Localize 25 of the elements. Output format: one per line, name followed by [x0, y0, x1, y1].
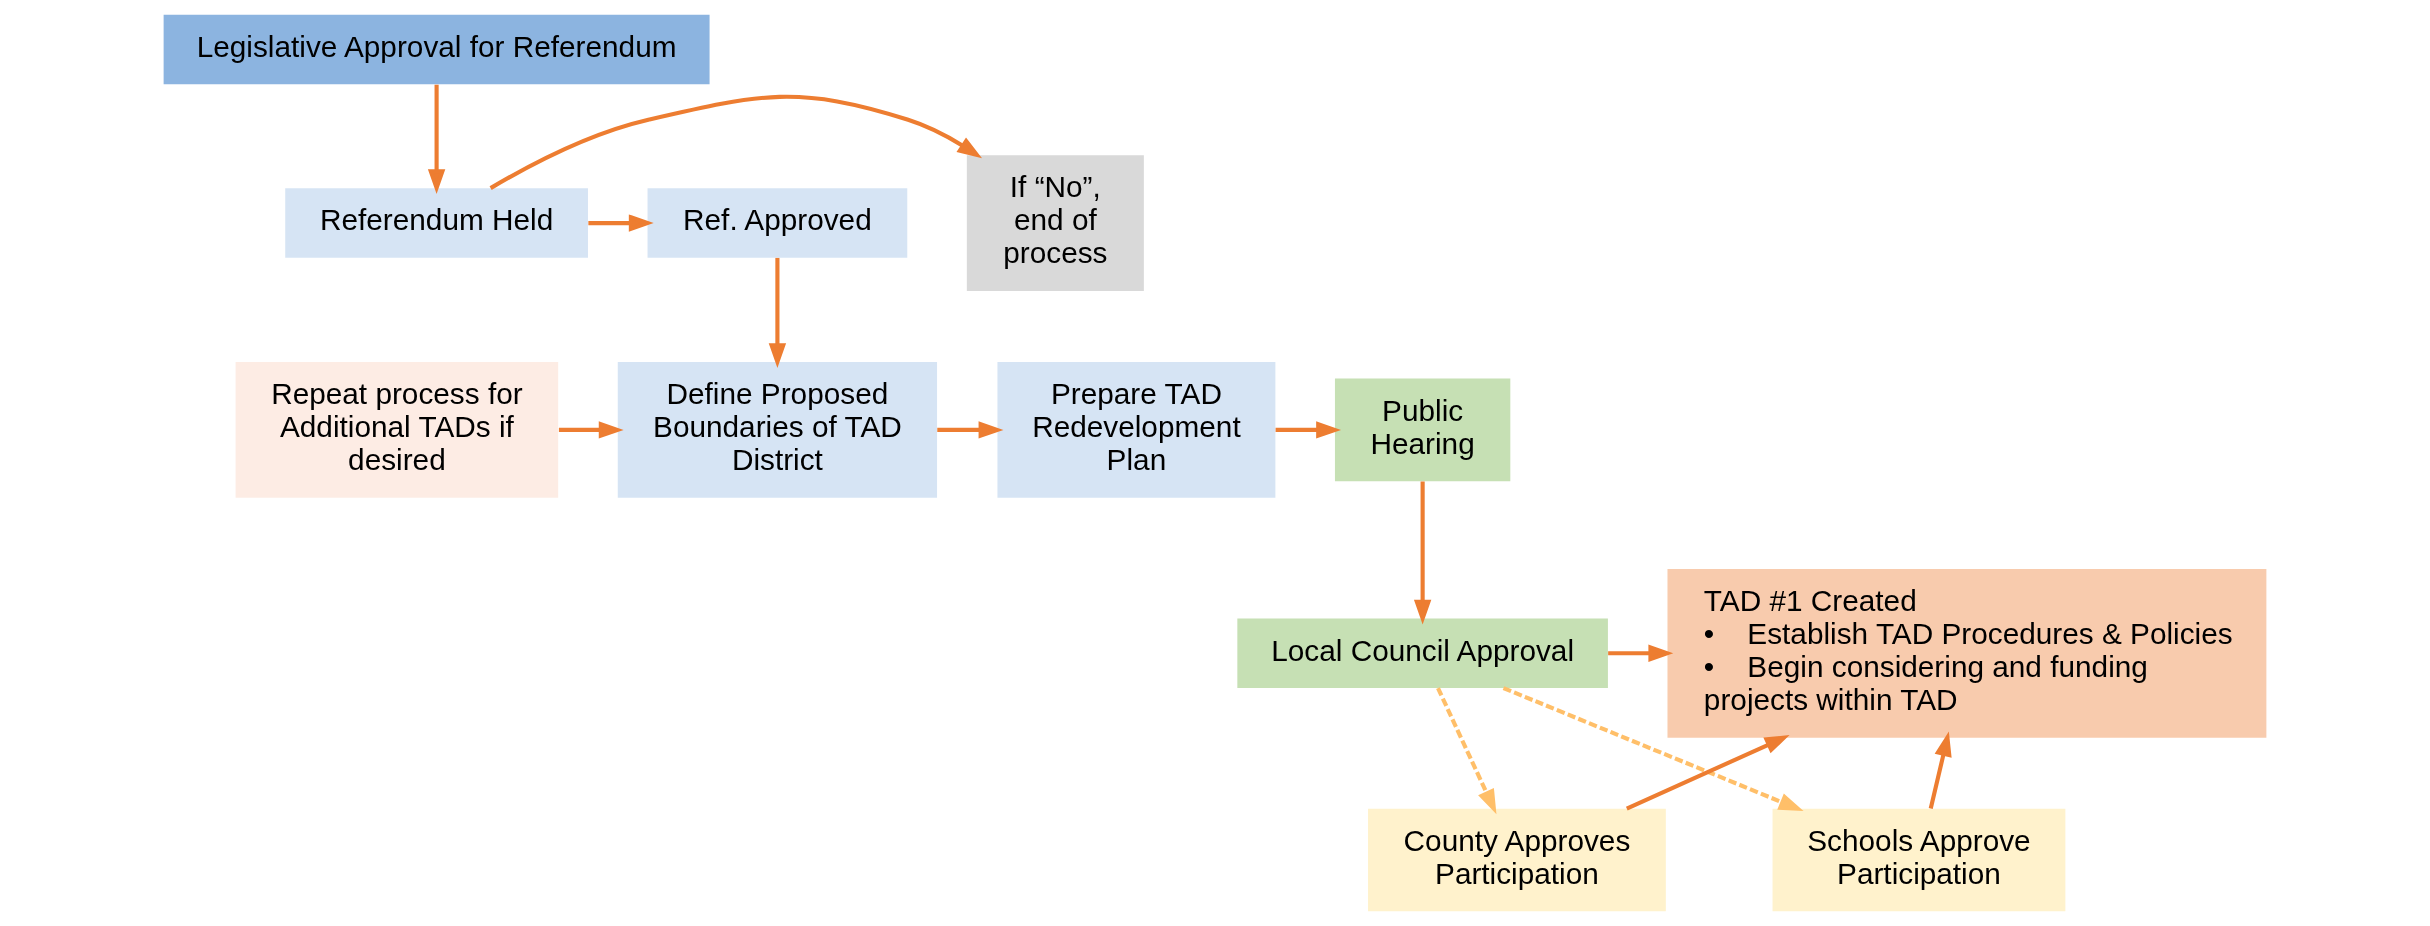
- node-box: Prepare TAD Redevelopment Plan: [997, 362, 1276, 498]
- arrow: [489, 94, 983, 190]
- node-box: Referendum Held: [285, 188, 588, 258]
- arrow: [1928, 731, 1952, 809]
- arrow: [558, 421, 624, 439]
- arrow: [768, 257, 787, 369]
- arrow: [588, 214, 654, 232]
- node-box: Ref. Approved: [647, 188, 908, 258]
- node-box: County Approves Participation: [1368, 808, 1666, 912]
- node-box: Local Council Approval: [1237, 618, 1608, 688]
- arrow: [1625, 735, 1790, 811]
- arrow: [427, 84, 446, 195]
- arrow: [1502, 686, 1804, 812]
- node-box: If “No”, end of process: [966, 155, 1144, 291]
- node-box: Repeat process for Additional TADs if desired: [235, 362, 559, 498]
- arrow: [1436, 687, 1497, 815]
- node-box: Legislative Approval for Referendum: [163, 14, 710, 85]
- node-box: Public Hearing: [1334, 378, 1511, 482]
- arrow: [1275, 421, 1342, 439]
- node-box: Schools Approve Participation: [1772, 808, 2066, 912]
- arrow: [1608, 644, 1674, 662]
- node-box: Define Proposed Boundaries of TAD District: [617, 362, 938, 498]
- node-box: TAD #1 Created • Establish TAD Procedures & Policies • Begin considering and funding projects within TAD: [1667, 568, 2267, 738]
- arrow: [937, 421, 1004, 439]
- arrow: [1413, 481, 1432, 625]
